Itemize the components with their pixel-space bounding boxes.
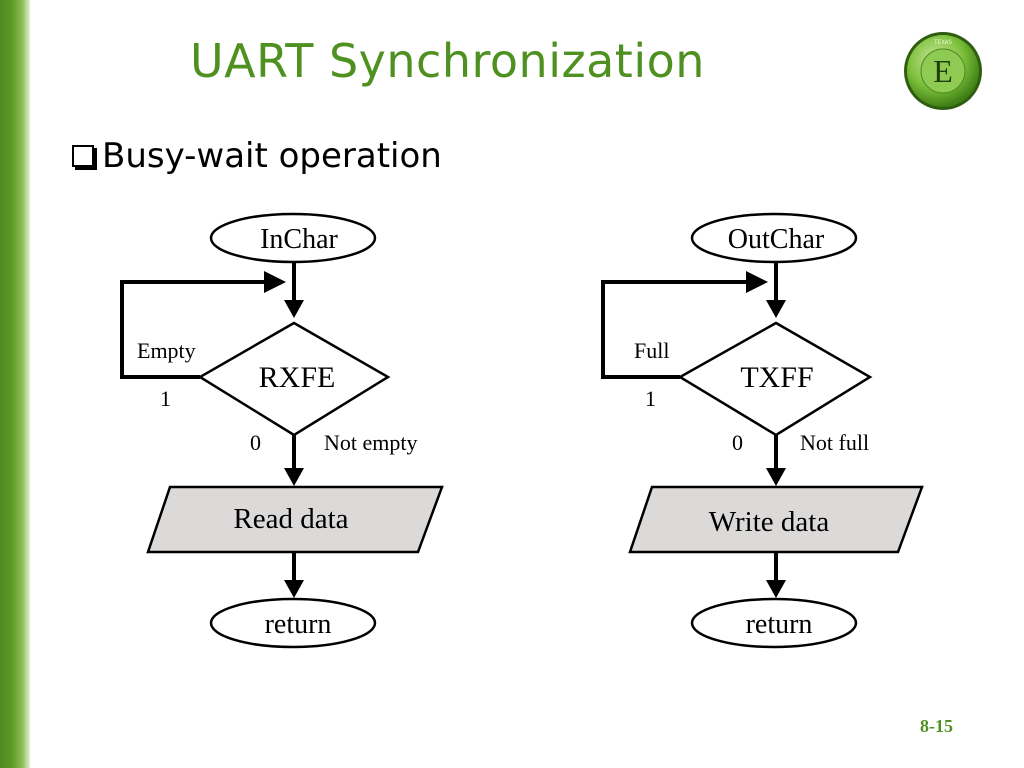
action-parallelogram <box>146 485 444 554</box>
left-flowchart: InChar RXFE Empty 1 0 Not empty Read dat… <box>120 212 444 649</box>
bullet-text: Busy-wait operation <box>102 136 442 176</box>
logo-letter: E <box>933 53 953 89</box>
exit-value: 0 <box>732 430 743 455</box>
decision-label: RXFE <box>259 361 336 394</box>
end-terminal <box>690 597 858 649</box>
decision-label: TXFF <box>740 361 813 394</box>
arrowhead <box>284 300 304 318</box>
arrowhead <box>284 468 304 486</box>
loop-label: Full <box>634 338 669 363</box>
loop-arrowhead <box>264 271 286 293</box>
page-number: 8-15 <box>920 716 953 736</box>
start-label: InChar <box>260 224 338 255</box>
end-label: return <box>265 609 332 640</box>
loop-path <box>120 280 270 379</box>
arrowhead <box>284 580 304 598</box>
action-parallelogram <box>628 485 924 554</box>
arrowhead <box>766 468 786 486</box>
loop-arrowhead <box>746 271 768 293</box>
slide-side-bar <box>0 0 30 768</box>
arrowhead <box>766 580 786 598</box>
loop-value: 1 <box>160 386 171 411</box>
slide-title: UART Synchronization <box>190 34 705 88</box>
university-logo: TEXAS E <box>904 32 982 110</box>
arrowhead <box>766 300 786 318</box>
end-label: return <box>746 609 813 640</box>
checkbox-bullet-icon <box>72 145 94 167</box>
logo-ring-text: TEXAS <box>934 39 952 46</box>
exit-label: Not full <box>800 430 869 455</box>
loop-label: Empty <box>137 338 196 363</box>
action-label: Write data <box>709 506 830 538</box>
bullet-item: Busy-wait operation <box>72 136 442 176</box>
loop-path <box>601 280 752 379</box>
right-flowchart: OutChar TXFF Full 1 0 Not full Write dat… <box>601 212 924 649</box>
action-label: Read data <box>233 503 348 535</box>
start-label: OutChar <box>728 224 825 255</box>
exit-value: 0 <box>250 430 261 455</box>
loop-value: 1 <box>645 386 656 411</box>
exit-label: Not empty <box>324 430 418 455</box>
end-terminal <box>209 597 377 649</box>
